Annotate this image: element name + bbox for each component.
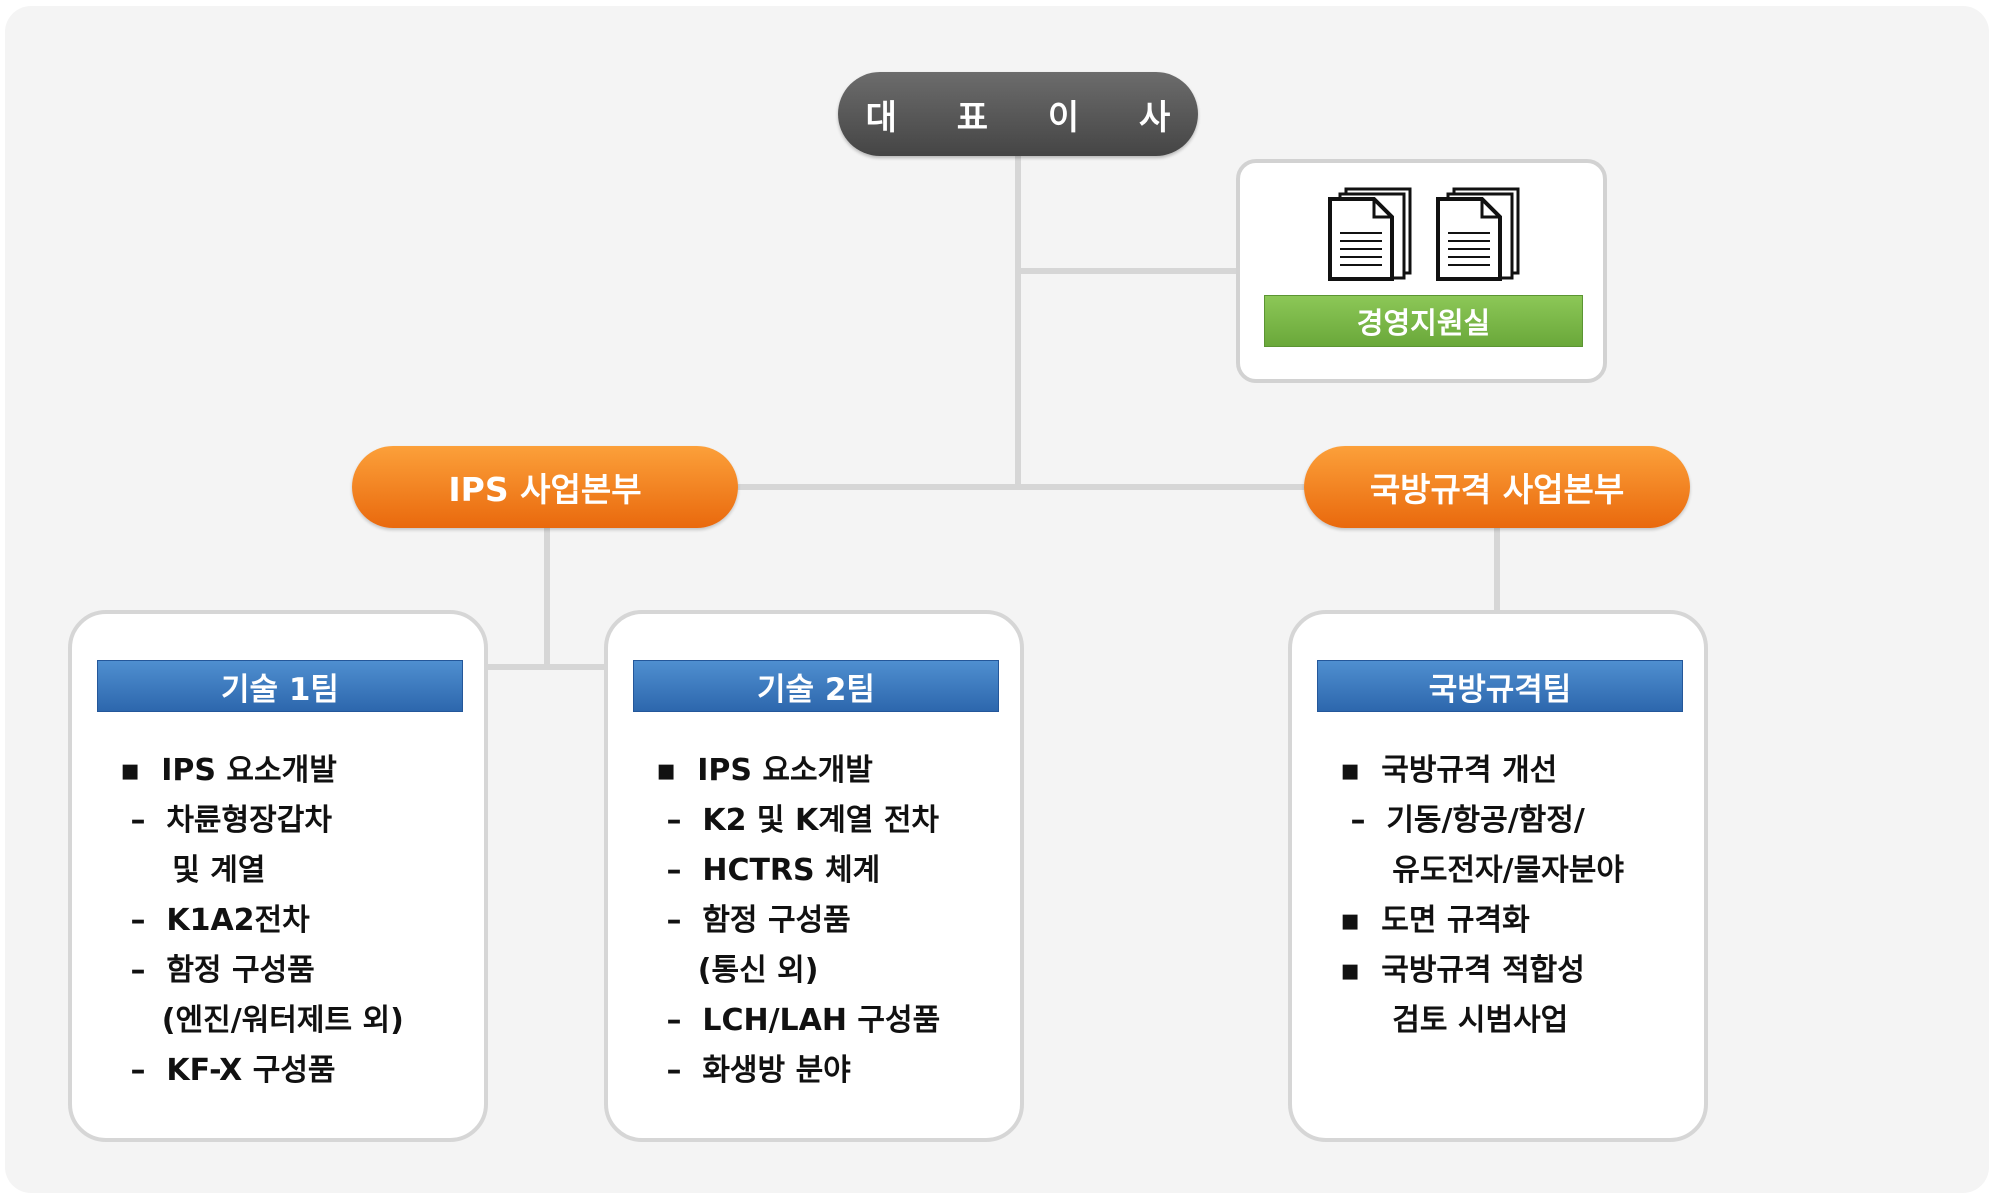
task-line: ▪ 국방규격 적합성 [1340, 953, 1585, 988]
team-box-defense-standard: 국방규격팀 ▪ 국방규격 개선 – 기동/항공/함정/ 유도전자/물자분야 ▪ … [1288, 610, 1708, 1142]
connector-ips-teams [486, 664, 606, 670]
team-box-tech2: 기술 2팀 ▪ IPS 요소개발 – K2 및 K계열 전차 – HCTRS 체… [604, 610, 1024, 1142]
task-line: ▪ 국방규격 개선 [1340, 753, 1558, 788]
team-header-tech2: 기술 2팀 [633, 660, 999, 712]
management-support-label: 경영지원실 [1264, 295, 1583, 347]
task-line: – K1A2전차 [120, 903, 310, 938]
task-line: – 차륜형장갑차 [120, 803, 332, 838]
connector-support-branch [1021, 268, 1236, 274]
document-stack-icon [1328, 187, 1412, 281]
management-support-box: 경영지원실 [1236, 159, 1607, 383]
connector-ceo-vertical [1015, 156, 1021, 487]
task-line: – 함정 구성품 [120, 953, 315, 988]
task-line: – 기동/항공/함정/ [1340, 803, 1585, 838]
connector-divisions-horizontal [736, 484, 1306, 490]
task-line: (통신 외) [656, 953, 819, 988]
task-line: ▪ IPS 요소개발 [656, 753, 873, 788]
task-line: (엔진/워터제트 외) [120, 1003, 404, 1038]
document-stack-icon [1436, 187, 1520, 281]
task-line: – 함정 구성품 [656, 903, 851, 938]
team-header-defense-standard: 국방규격팀 [1317, 660, 1683, 712]
task-line: 검토 시범사업 [1340, 1003, 1569, 1038]
task-line: 및 계열 [120, 853, 266, 888]
task-line: – HCTRS 체계 [656, 853, 881, 888]
team-tasks-defense-standard: ▪ 국방규격 개선 – 기동/항공/함정/ 유도전자/물자분야 ▪ 도면 규격화… [1340, 746, 1624, 1046]
task-line: – LCH/LAH 구성품 [656, 1003, 941, 1038]
team-tasks-tech1: ▪ IPS 요소개발 – 차륜형장갑차 및 계열 – K1A2전차 – 함정 구… [120, 746, 404, 1096]
task-line: 유도전자/물자분야 [1340, 853, 1624, 888]
connector-defense-down [1494, 528, 1500, 610]
connector-ips-down [544, 528, 550, 666]
team-header-tech1: 기술 1팀 [97, 660, 463, 712]
task-line: ▪ IPS 요소개발 [120, 753, 337, 788]
team-tasks-tech2: ▪ IPS 요소개발 – K2 및 K계열 전차 – HCTRS 체계 – 함정… [656, 746, 940, 1096]
ceo-node: 대 표 이 사 [838, 72, 1198, 156]
ips-division-node: IPS 사업본부 [352, 446, 738, 528]
task-line: – KF-X 구성품 [120, 1053, 336, 1088]
task-line: – K2 및 K계열 전차 [656, 803, 940, 838]
defense-standard-division-node: 국방규격 사업본부 [1304, 446, 1690, 528]
task-line: ▪ 도면 규격화 [1340, 903, 1530, 938]
task-line: – 화생방 분야 [656, 1053, 851, 1088]
team-box-tech1: 기술 1팀 ▪ IPS 요소개발 – 차륜형장갑차 및 계열 – K1A2전차 … [68, 610, 488, 1142]
